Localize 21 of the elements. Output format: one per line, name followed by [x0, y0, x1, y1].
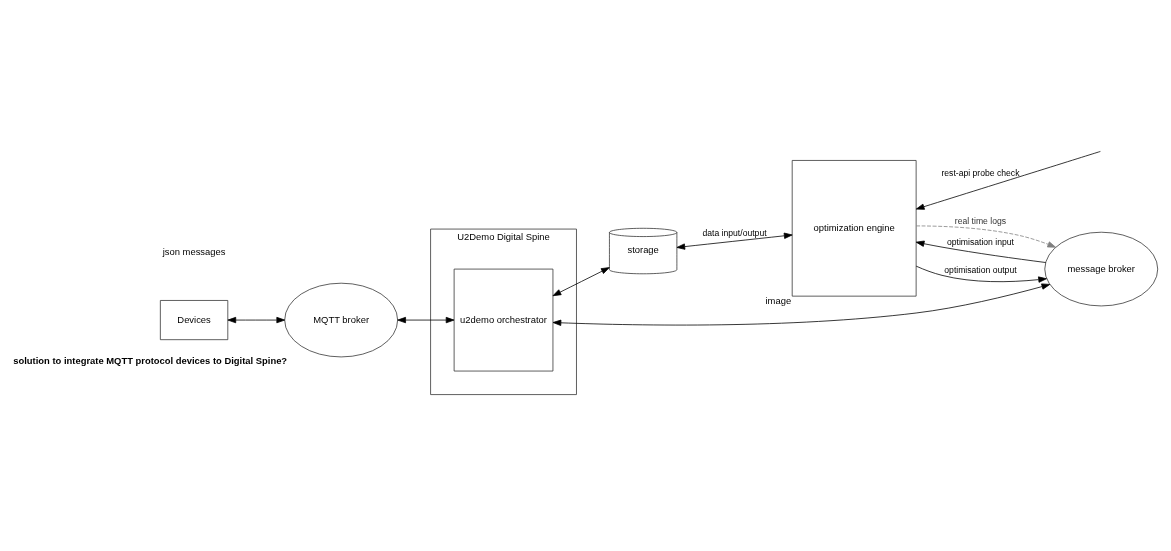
arrow	[915, 225, 1057, 248]
edge-label: rest-api probe check	[941, 167, 1020, 178]
edge-label: optimisation output	[944, 264, 1017, 275]
arrow	[915, 240, 1047, 263]
node-ellipse: MQTT broker	[284, 282, 398, 357]
arrow	[676, 232, 793, 250]
edge-label: data input/output	[702, 227, 767, 238]
edge-label: optimisation input	[946, 236, 1014, 247]
node-label: image	[765, 294, 792, 306]
arrow	[552, 266, 610, 296]
node-label: solution to integrate MQTT protocol devices to Digital Spine?	[13, 354, 288, 366]
label: json messages	[162, 245, 226, 257]
arrow	[915, 150, 1101, 210]
arrow	[552, 283, 1051, 326]
edge-label: real time logs	[954, 215, 1007, 226]
arrow	[915, 265, 1047, 283]
node-box: u2demo orchestrator	[453, 268, 554, 371]
arrow	[397, 316, 455, 323]
node-box: optimization engine	[791, 159, 917, 297]
arrow	[227, 316, 286, 323]
node-box: Devices	[159, 299, 229, 340]
